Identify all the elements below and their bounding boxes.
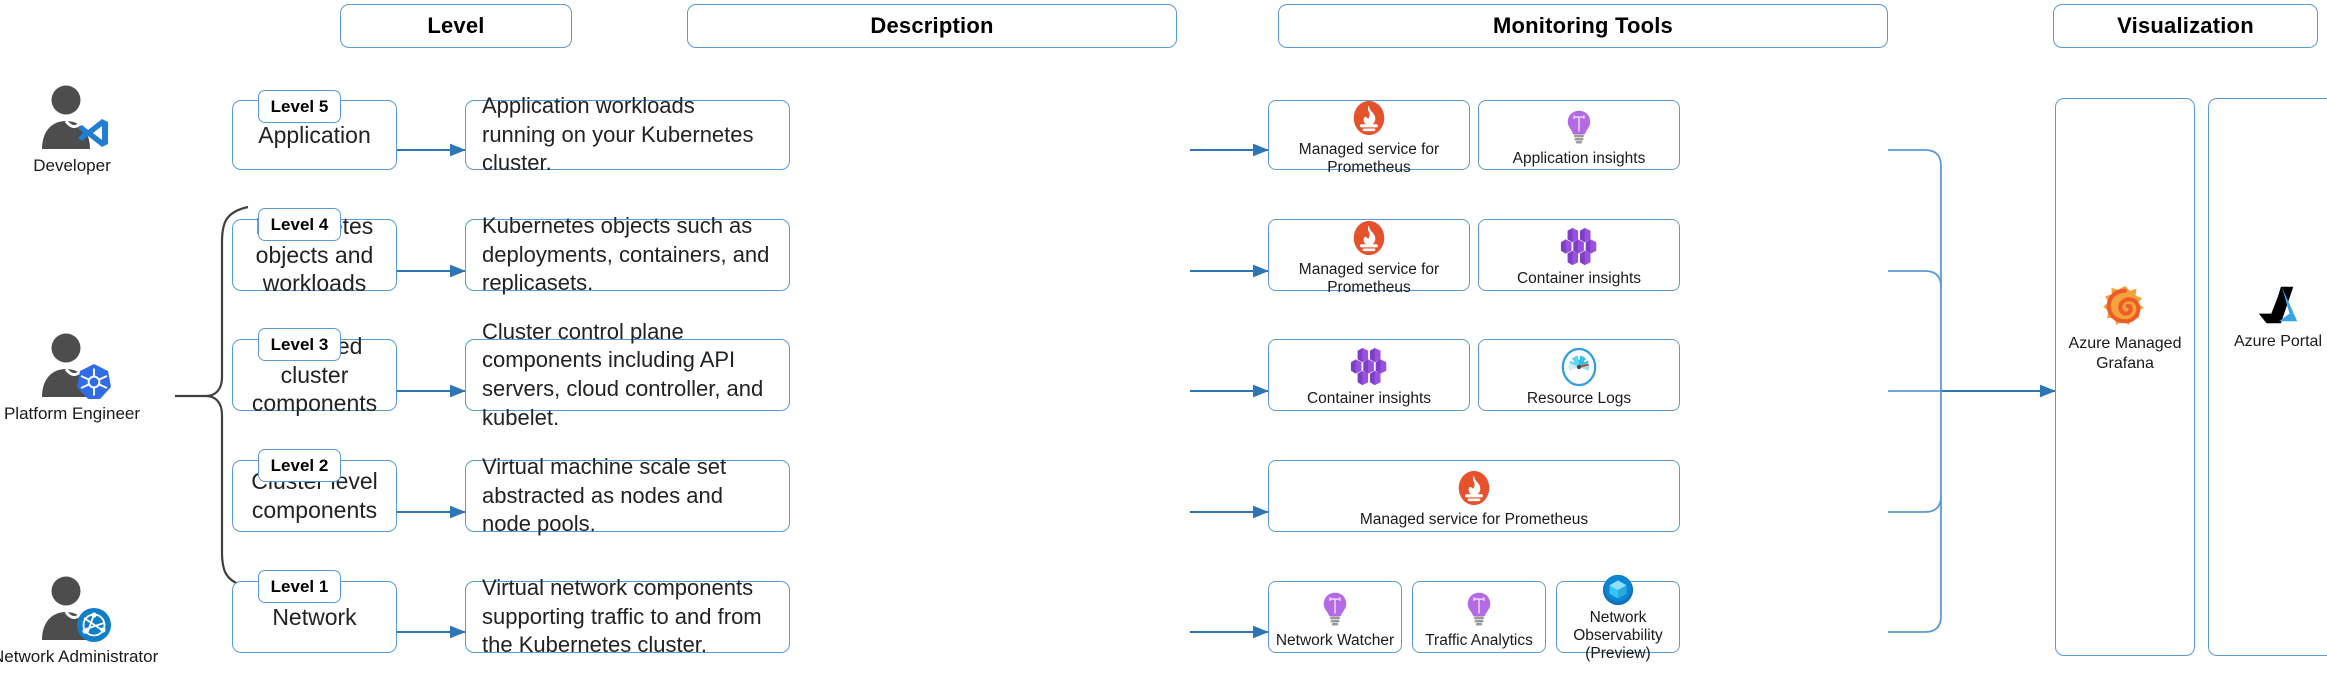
tool-card-network-observability[interactable]: Network Observability (Preview) — [1556, 575, 1680, 662]
visualization-card-grafana[interactable]: Azure Managed Grafana — [2055, 98, 2195, 656]
description-text: Application workloads running on your Ku… — [482, 93, 754, 176]
lightbulb-icon — [1458, 588, 1500, 630]
tool-label: Resource Logs — [1526, 390, 1632, 408]
level-badge-label: Level 5 — [270, 96, 329, 116]
level-box-label: Application — [258, 121, 371, 148]
tool-card-network-watcher[interactable]: Network Watcher — [1268, 581, 1402, 653]
prometheus-icon — [1453, 467, 1495, 509]
tool-label: Network Observability (Preview) — [1573, 609, 1663, 662]
container-cluster-icon — [1348, 346, 1390, 388]
persona-label: Platform Engineer — [3, 404, 141, 423]
header-label: Description — [870, 13, 994, 38]
prometheus-icon — [1348, 217, 1390, 259]
tool-label: Network Watcher — [1275, 632, 1395, 650]
level-box-label: Network — [272, 603, 357, 630]
visualization-card-azure-portal[interactable]: Azure Portal — [2208, 98, 2327, 656]
tool-label: Traffic Analytics — [1425, 632, 1533, 650]
level-badge-label: Level 4 — [270, 214, 329, 234]
azure-icon — [2255, 284, 2301, 326]
level-badge-label: Level 1 — [270, 576, 329, 596]
tool-label: Application insights — [1512, 150, 1646, 168]
blue-cube-icon — [1597, 573, 1639, 607]
level-badge-label: Level 3 — [270, 334, 329, 354]
tool-card-prometheus-l2[interactable]: Managed service for Prometheus — [1268, 460, 1680, 532]
gauge-icon — [1558, 346, 1600, 388]
tool-label: Managed service for Prometheus — [1298, 141, 1440, 176]
description-box-5: Application workloads running on your Ku… — [465, 93, 790, 175]
description-box-1: Virtual network components supporting tr… — [465, 575, 790, 657]
visualization-label: Azure Managed Grafana — [2068, 335, 2182, 372]
description-text: Virtual network components supporting tr… — [482, 575, 762, 658]
tool-label: Container insights — [1306, 390, 1432, 408]
level-badge-1: Level 1 — [258, 570, 341, 603]
header-description: Description — [687, 4, 1177, 48]
persona-label: Network Administrator — [0, 647, 159, 666]
persona-network-administrator: Network Administrator — [0, 573, 159, 667]
tool-label: Managed service for Prometheus — [1359, 511, 1589, 529]
description-box-3: Cluster control plane components includi… — [465, 319, 790, 430]
description-box-4: Kubernetes objects such as deployments, … — [465, 213, 790, 295]
person-vscode-icon — [0, 82, 152, 154]
header-level: Level — [340, 4, 572, 48]
header-label: Level — [427, 13, 485, 38]
level-badge-label: Level 2 — [270, 455, 329, 475]
description-box-2: Virtual machine scale set abstracted as … — [465, 454, 790, 536]
description-text: Virtual machine scale set abstracted as … — [482, 454, 727, 537]
level-badge-2: Level 2 — [258, 449, 341, 482]
header-visualization: Visualization — [2053, 4, 2318, 48]
level-badge-4: Level 4 — [258, 208, 341, 241]
persona-platform-engineer: Platform Engineer — [0, 330, 152, 424]
tool-label: Managed service for Prometheus — [1298, 261, 1440, 296]
tool-card-prometheus-l5[interactable]: Managed service for Prometheus — [1268, 97, 1470, 176]
tool-card-application-insights[interactable]: Application insights — [1478, 100, 1680, 170]
person-kubernetes-icon — [0, 330, 152, 402]
persona-label: Developer — [33, 156, 111, 175]
level-badge-5: Level 5 — [258, 90, 341, 123]
prometheus-icon — [1348, 97, 1390, 139]
header-label: Visualization — [2117, 13, 2254, 38]
header-label: Monitoring Tools — [1493, 13, 1673, 38]
container-cluster-icon — [1558, 226, 1600, 268]
level-badge-3: Level 3 — [258, 328, 341, 361]
tool-card-resource-logs[interactable]: Resource Logs — [1478, 339, 1680, 411]
tool-card-container-insights-l3[interactable]: Container insights — [1268, 339, 1470, 411]
tool-card-container-insights-l4[interactable]: Container insights — [1478, 219, 1680, 291]
description-text: Kubernetes objects such as deployments, … — [482, 213, 770, 296]
tool-card-prometheus-l4[interactable]: Managed service for Prometheus — [1268, 217, 1470, 296]
grafana-icon — [2103, 284, 2147, 328]
visualization-label: Azure Portal — [2233, 333, 2323, 350]
persona-developer: Developer — [0, 82, 152, 176]
person-network-icon — [0, 573, 152, 645]
lightbulb-icon — [1314, 588, 1356, 630]
tool-card-traffic-analytics[interactable]: Traffic Analytics — [1412, 581, 1546, 653]
header-monitoring-tools: Monitoring Tools — [1278, 4, 1888, 48]
lightbulb-icon — [1558, 106, 1600, 148]
tool-label: Container insights — [1516, 270, 1642, 288]
description-text: Cluster control plane components includi… — [482, 318, 764, 430]
